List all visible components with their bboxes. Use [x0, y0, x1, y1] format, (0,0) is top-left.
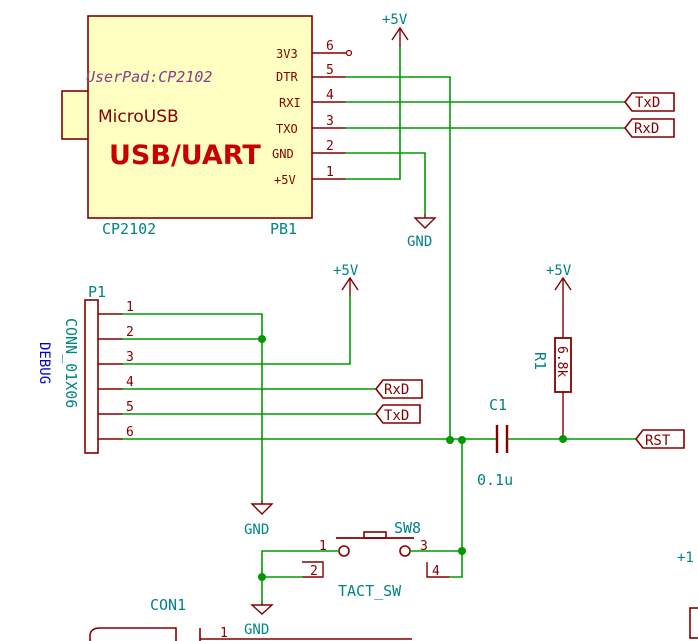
gnd-symbol-sw: GND	[244, 603, 274, 638]
net-label-txd-p1: TxD	[374, 404, 421, 424]
pin-num-6: 6	[326, 39, 334, 54]
pin-name-rxi: RXI	[279, 96, 301, 110]
r1-value: 6.8k	[554, 346, 569, 377]
sw8-ref: SW8	[394, 519, 421, 537]
svg-text:GND: GND	[244, 522, 269, 538]
p1-body	[84, 299, 99, 454]
svg-text:+5V: +5V	[333, 263, 359, 279]
usb-uart-title: USB/UART	[109, 140, 261, 171]
pin-num-1: 1	[326, 165, 334, 180]
wires-p1	[122, 295, 493, 501]
svg-text:TxD: TxD	[635, 95, 660, 111]
module-ref: CP2102	[102, 220, 156, 238]
c1-ref: C1	[489, 396, 507, 414]
power-5v-r1: +5V	[546, 263, 572, 338]
p1-ref: P1	[88, 283, 106, 301]
con1-pin-1: 1	[220, 626, 228, 641]
gnd-symbol-p1: GND	[244, 500, 274, 538]
pin6-nc-circle	[345, 49, 353, 57]
pin-num-3: 3	[326, 114, 334, 129]
sw8-pin-4: 4	[432, 564, 440, 579]
c1-value: 0.1u	[477, 471, 513, 489]
power-5v-top: +5V	[382, 12, 409, 48]
pin-num-4: 4	[326, 88, 334, 103]
connector-con1[interactable]: CON1 1	[89, 596, 412, 641]
p1-label: DEBUG	[36, 342, 52, 384]
pin-name-txo: TXO	[276, 122, 298, 136]
net-label-rxd-p1: RxD	[374, 379, 423, 399]
cp2102-module[interactable]: UserPad:CP2102 MicroUSB USB/UART 3V3 DTR…	[61, 15, 353, 238]
wires-cp2102	[345, 47, 626, 441]
svg-text:RxD: RxD	[384, 382, 409, 398]
junctions	[258, 335, 567, 581]
pin-name-dtr: DTR	[276, 70, 298, 84]
net-label-rxd-top: RxD	[623, 118, 675, 138]
micro-usb-label: MicroUSB	[98, 107, 179, 127]
switch-sw8[interactable]: SW8 1 3 2 4 TACT_SW	[302, 519, 450, 600]
sw8-pin-2: 2	[310, 564, 318, 579]
svg-text:+5V: +5V	[546, 263, 572, 279]
p1-value: CONN_01X06	[62, 318, 80, 408]
module-body	[87, 15, 313, 219]
r1-ref: R1	[531, 352, 549, 370]
con1-ref: CON1	[150, 596, 186, 614]
net-label-rst: RST	[634, 429, 685, 449]
p1-pin-4: 4	[126, 375, 134, 390]
p1-header[interactable]: P1 CONN_01X06 DEBUG 1 2 3 4 5 6	[36, 283, 134, 454]
module-value: PB1	[270, 220, 297, 238]
p1-pin-3: 3	[126, 350, 134, 365]
gnd-symbol-cp: GND	[407, 214, 437, 250]
partial-right-edge: +1	[677, 550, 698, 639]
net-label-txd-top: TxD	[623, 92, 675, 112]
p1-pin-2: 2	[126, 325, 134, 340]
svg-text:RST: RST	[645, 433, 671, 449]
capacitor-c1[interactable]: C1 0.1u	[477, 396, 637, 489]
user-pad-label: UserPad:CP2102	[86, 68, 212, 86]
p1-pin-5: 5	[126, 400, 134, 415]
pin-name-3v3: 3V3	[276, 47, 298, 61]
usb-connector-shape	[61, 90, 90, 140]
sw8-pin-3: 3	[420, 539, 428, 554]
svg-text:+5V: +5V	[382, 12, 408, 28]
pin-name-5v: +5V	[274, 173, 296, 187]
power-5v-p1: +5V	[333, 263, 359, 296]
p1-pin-1: 1	[126, 300, 134, 315]
svg-text:GND: GND	[407, 234, 432, 250]
pin-name-gnd: GND	[272, 147, 294, 161]
svg-text:RxD: RxD	[634, 121, 659, 137]
p1-pin-6: 6	[126, 425, 134, 440]
sw8-value: TACT_SW	[338, 582, 402, 600]
svg-text:+1: +1	[677, 550, 694, 566]
resistor-r1[interactable]: 6.8k R1	[531, 337, 572, 439]
sw8-pin-1: 1	[319, 539, 327, 554]
pin-num-2: 2	[326, 139, 334, 154]
svg-text:TxD: TxD	[384, 408, 409, 424]
pin-num-5: 5	[326, 63, 334, 78]
svg-text:GND: GND	[244, 622, 269, 638]
